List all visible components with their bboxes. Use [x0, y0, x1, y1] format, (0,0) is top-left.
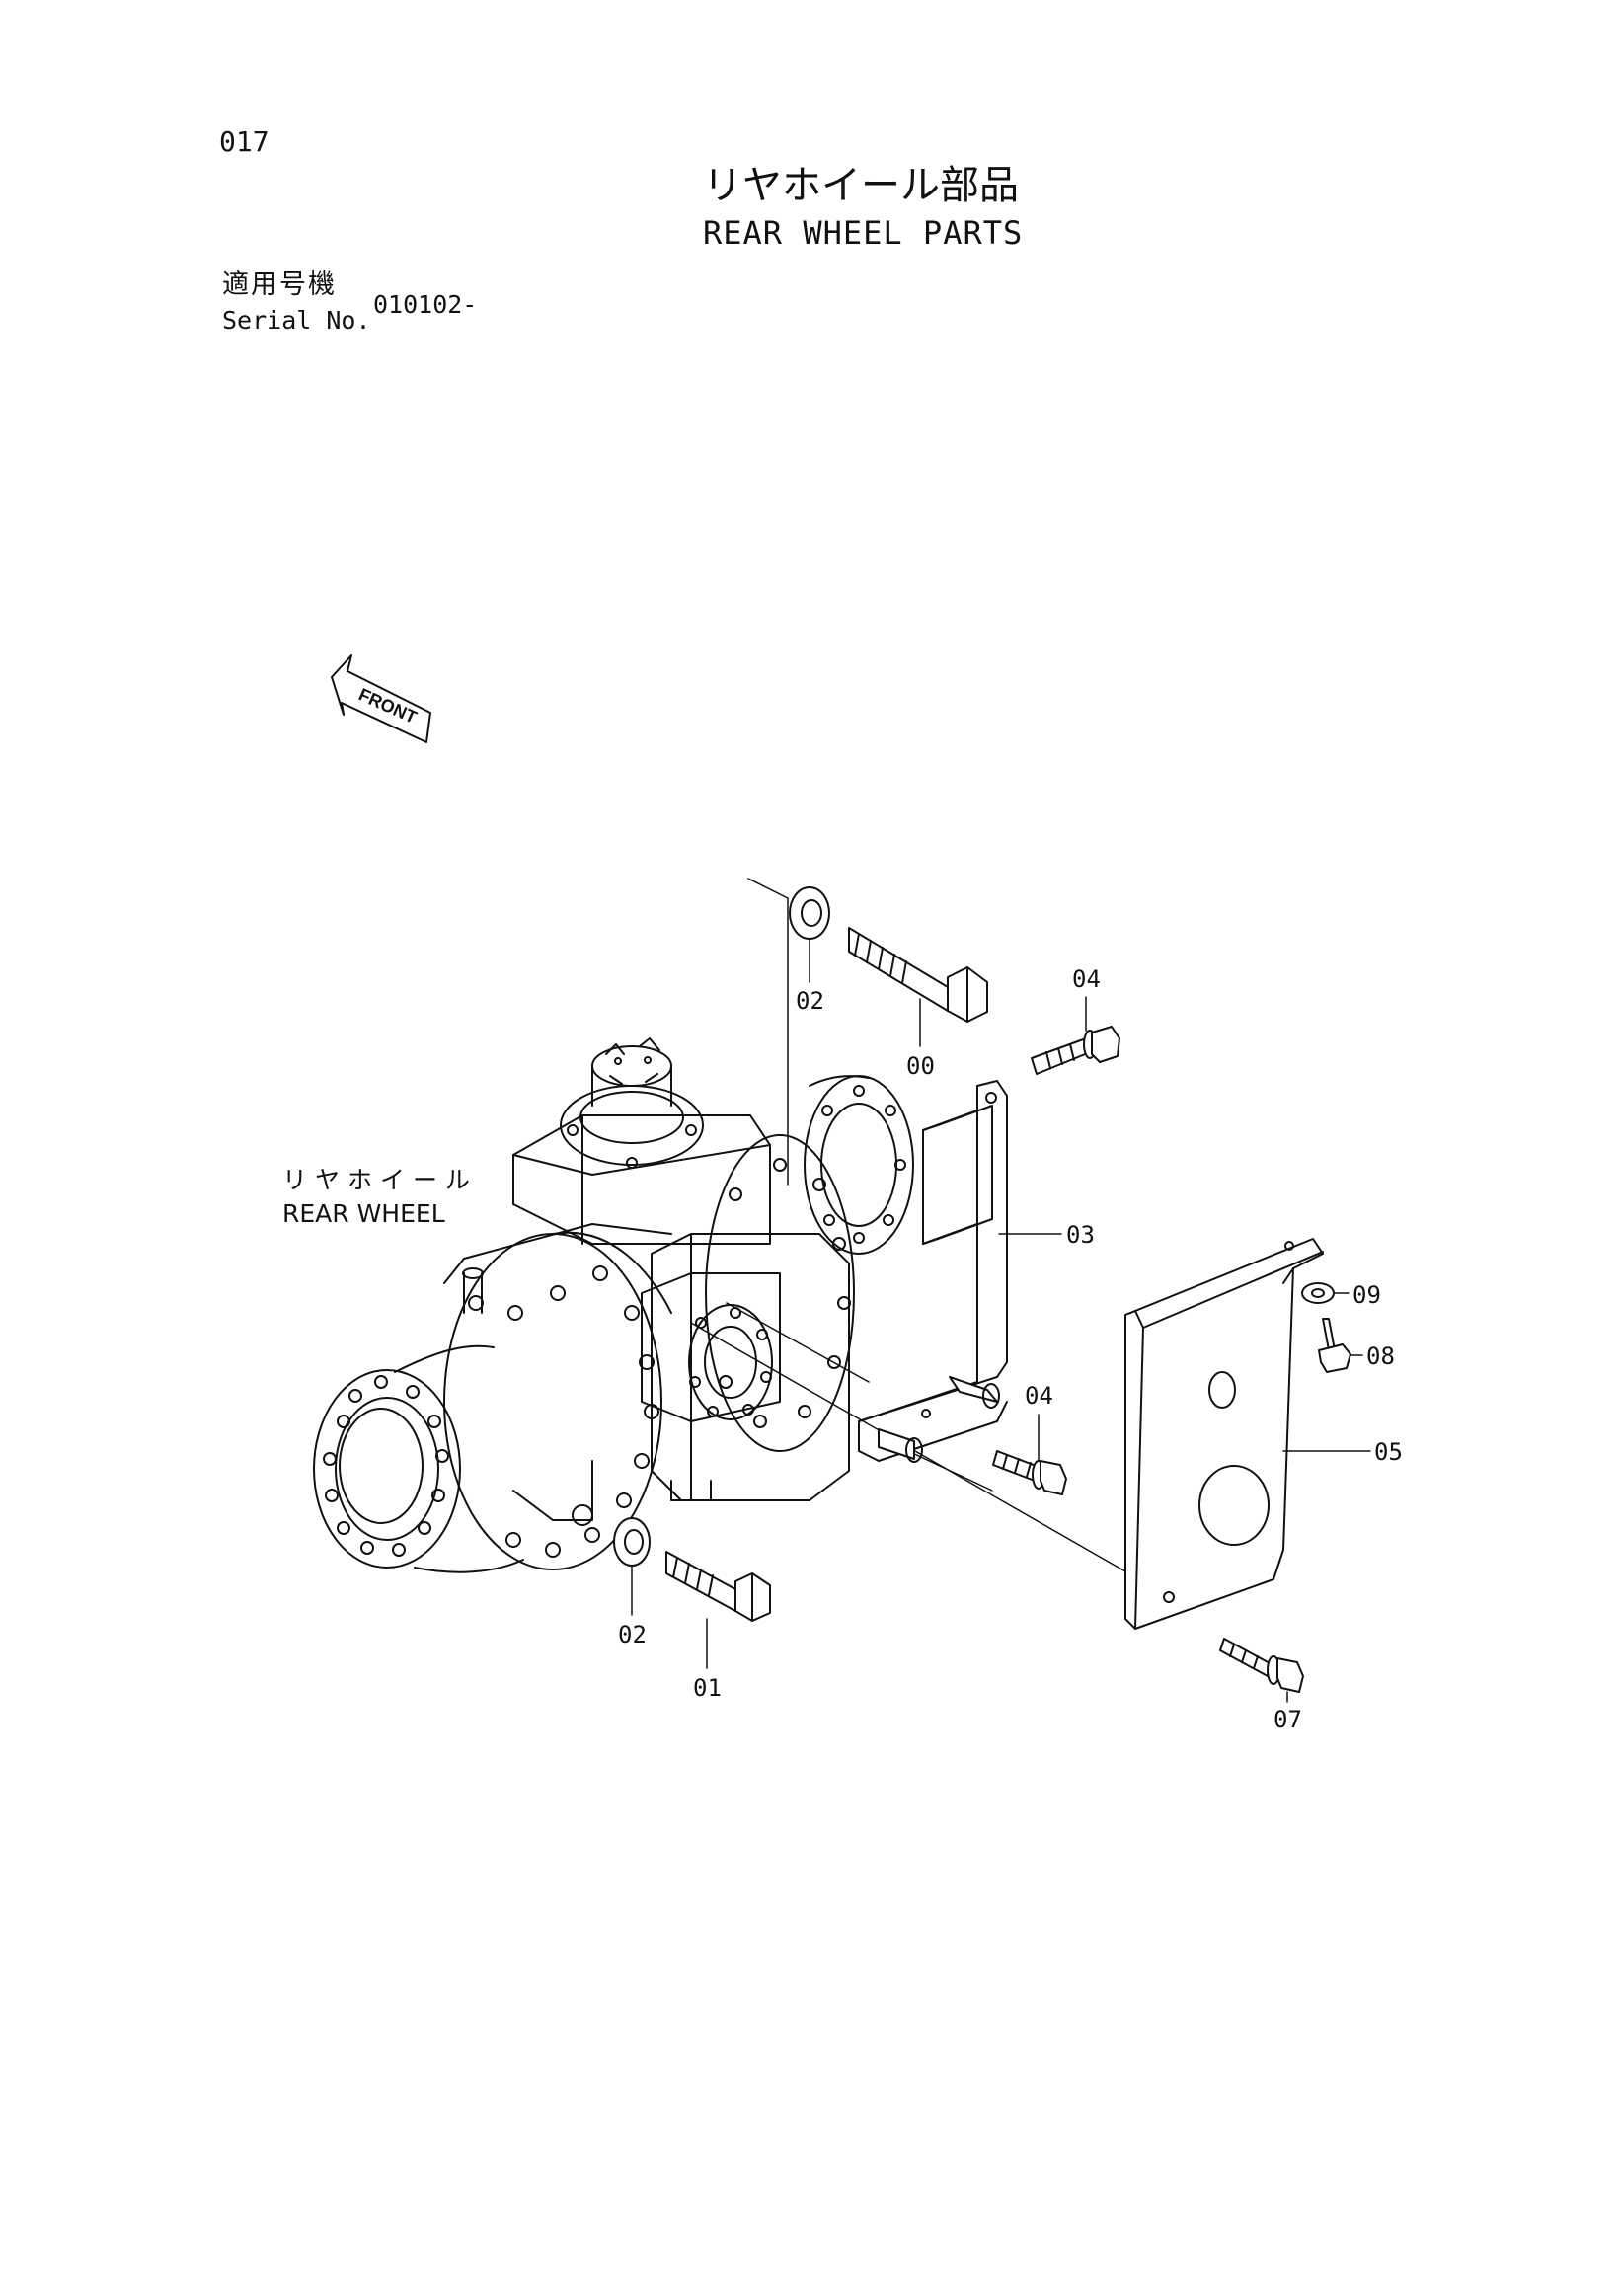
plate-icon	[1125, 1239, 1323, 1629]
flange-bolt-icon	[1220, 1639, 1303, 1692]
bracket-icon	[859, 1081, 1007, 1462]
serial-label-japanese: 適用号機	[222, 269, 337, 300]
callout-03: 03	[1066, 1221, 1095, 1249]
assembly-label: REAR WHEEL	[282, 1199, 445, 1228]
bolt-icon	[849, 928, 987, 1022]
callout-09: 09	[1352, 1281, 1381, 1309]
callout-leaders	[632, 939, 1370, 1702]
washer-icon	[790, 887, 829, 939]
callout-05: 05	[1374, 1438, 1403, 1466]
front-arrow-icon: FRONT	[332, 655, 430, 742]
callout-04-lower: 04	[1025, 1382, 1053, 1410]
callout-02-upper: 02	[796, 987, 824, 1015]
flange-bolt-icon	[993, 1451, 1066, 1494]
leader-lines	[691, 879, 1125, 1571]
page-title: REAR WHEEL PARTS	[703, 214, 1024, 252]
rear-wheel-assembly	[314, 1038, 913, 1572]
callout-04-upper: 04	[1072, 965, 1101, 993]
serial-value: 010102-	[373, 290, 478, 319]
page-title-japanese: リヤホイール部品	[703, 163, 1019, 208]
bolt-icon	[666, 1552, 770, 1621]
callout-08: 08	[1366, 1342, 1395, 1370]
serial-label: Serial No.	[222, 306, 371, 335]
assembly-label-japanese: リヤホイール	[282, 1166, 479, 1194]
washer-icon	[614, 1518, 650, 1566]
page-number: 017	[219, 125, 270, 158]
small-washer-icon	[1302, 1283, 1334, 1303]
callout-01: 01	[693, 1674, 722, 1702]
callout-00: 00	[906, 1052, 935, 1080]
callout-02-lower: 02	[618, 1621, 647, 1648]
small-bolt-icon	[1319, 1319, 1350, 1372]
callout-07: 07	[1273, 1706, 1302, 1733]
flange-bolt-icon	[1032, 1027, 1119, 1074]
